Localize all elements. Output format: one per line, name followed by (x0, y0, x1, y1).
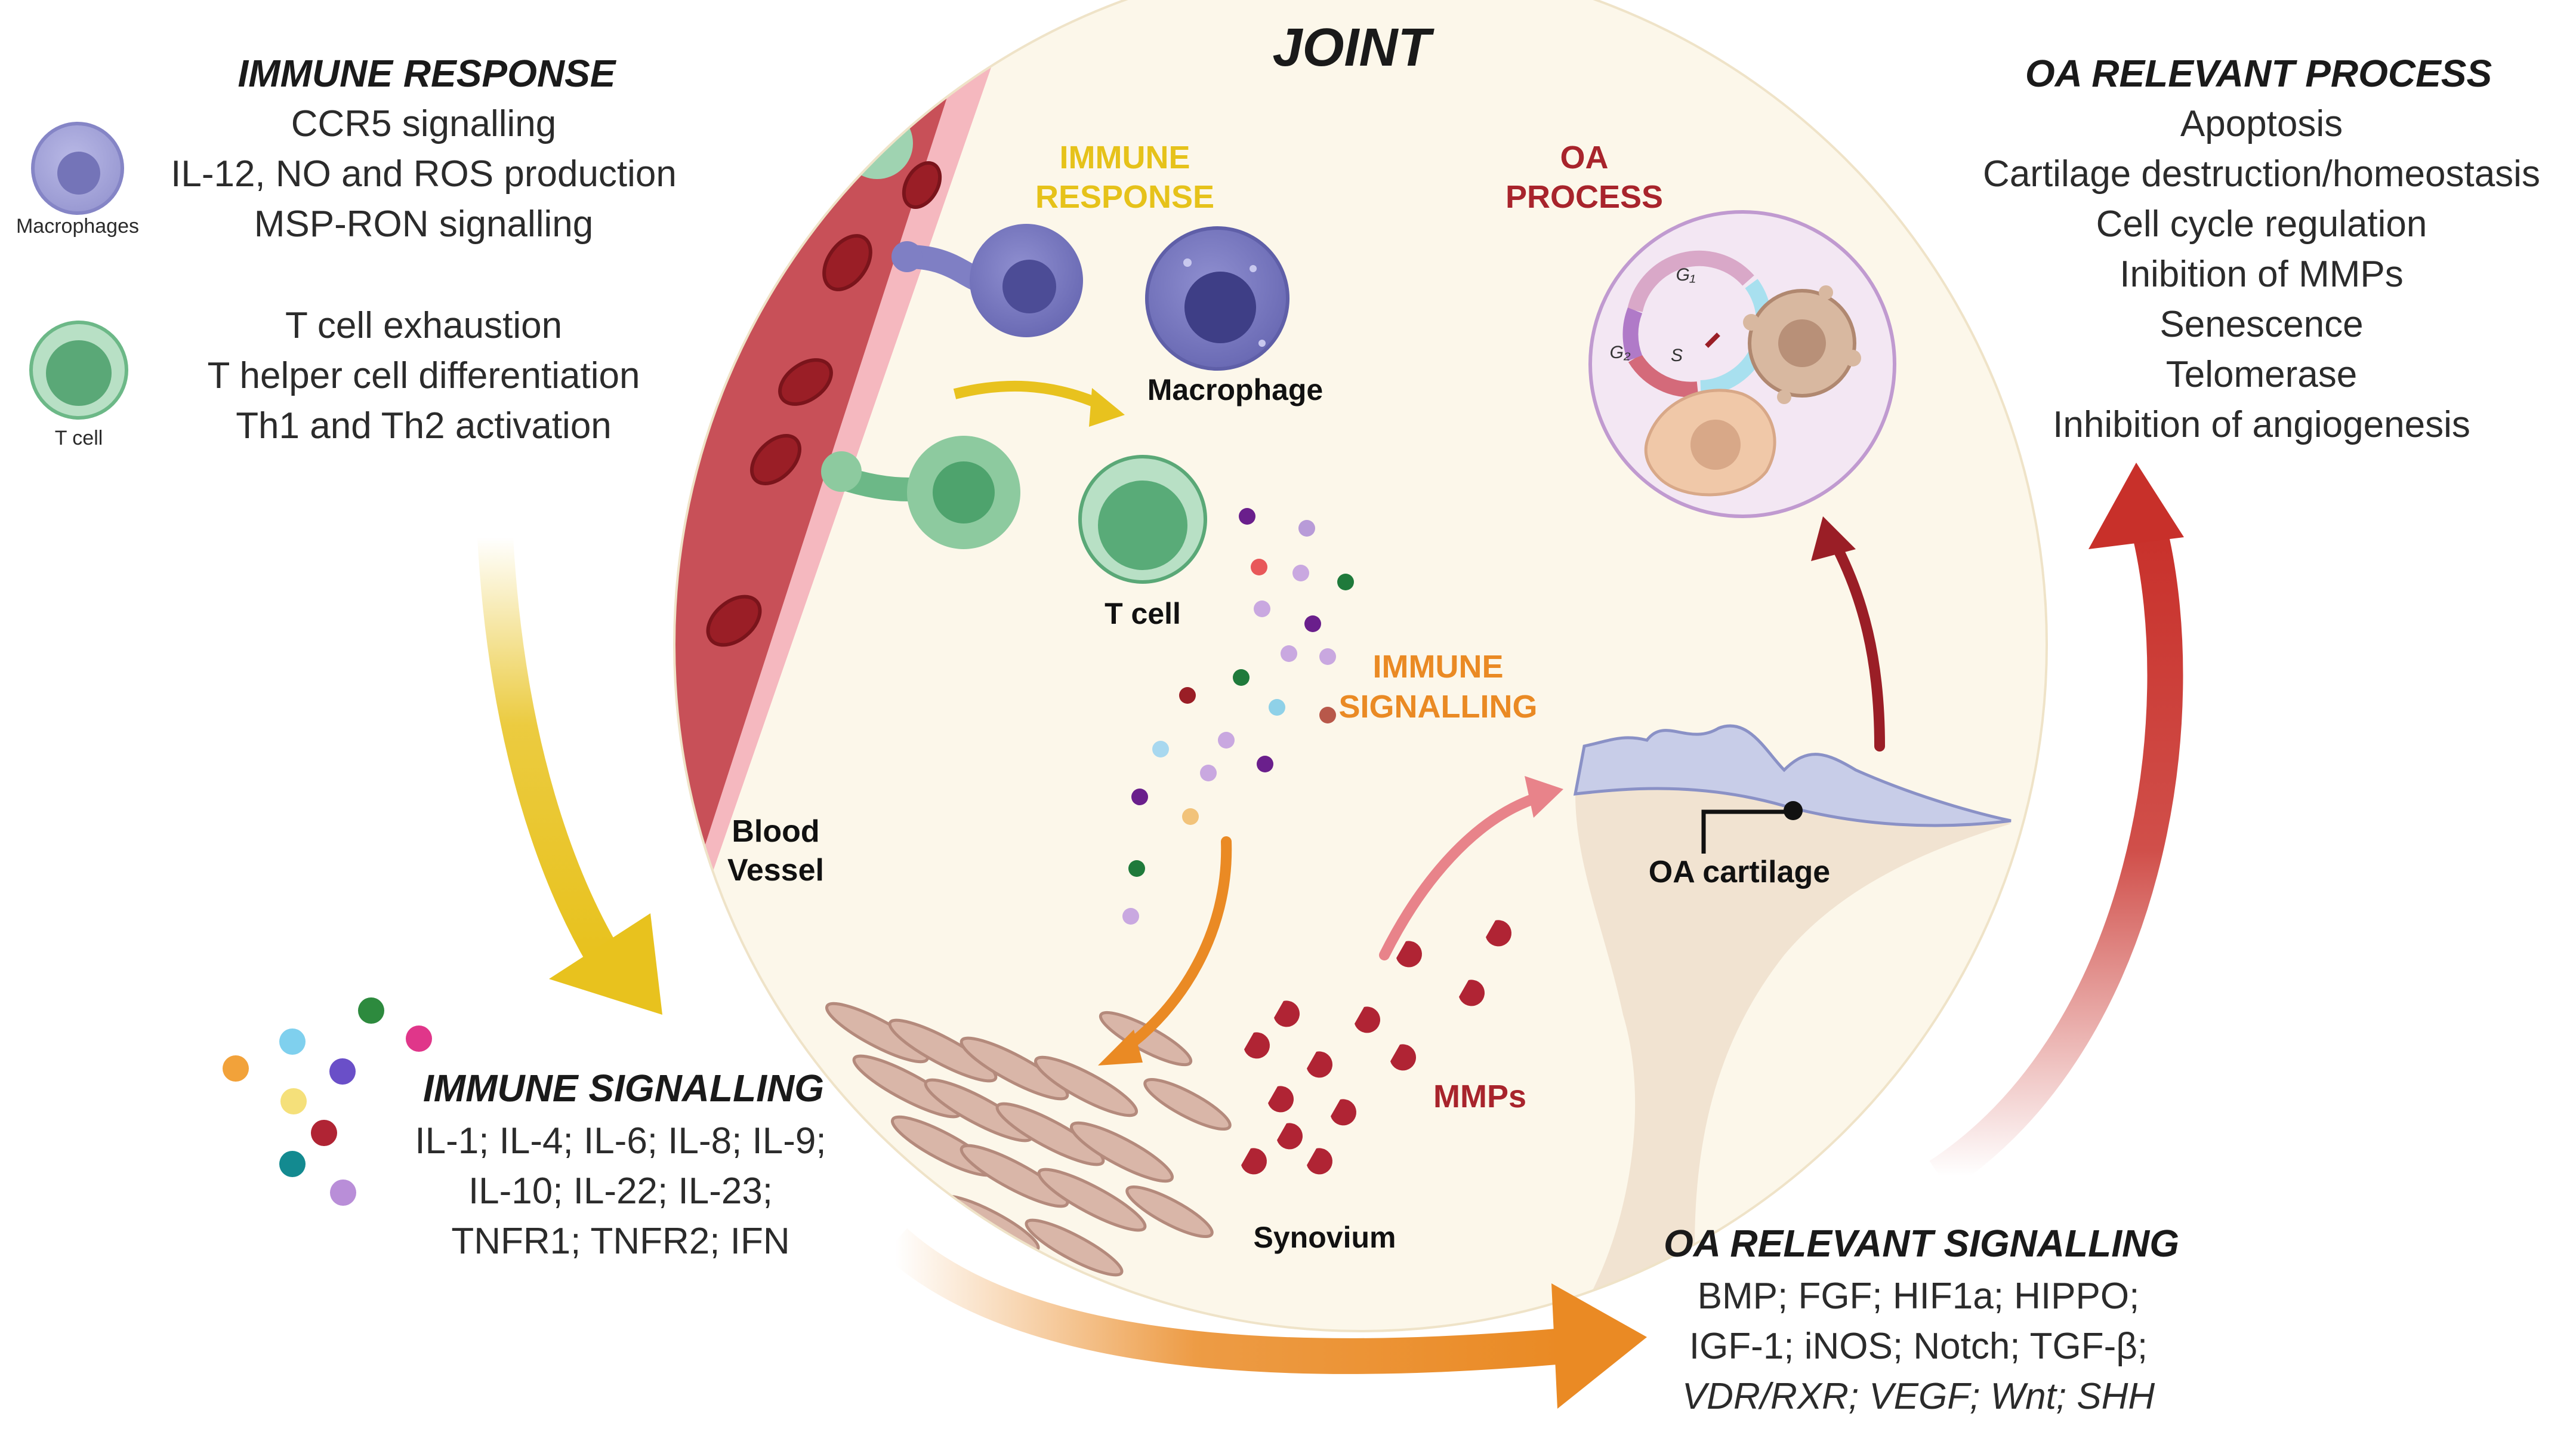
oa-process-item: Cell cycle regulation (2096, 204, 2427, 245)
oa-relevant-signalling-panel: OA RELEVANT SIGNALLING BMP; FGF; HIF1a; … (1664, 1222, 2179, 1417)
cell-cycle-g1: G₁ (1676, 265, 1696, 285)
oa-cartilage-pointer (1701, 801, 1803, 854)
tcell-icon (29, 321, 128, 420)
macrophages-icon (31, 122, 124, 215)
macrophage-cell (1145, 226, 1289, 371)
tcell-label: T cell (55, 427, 103, 449)
immune-signalling-heading: IMMUNE SIGNALLING (423, 1067, 824, 1110)
macrophage-label: Macrophage (1147, 373, 1324, 406)
tcell-item: T helper cell differentiation (208, 355, 640, 396)
macrophage-item: IL-12, NO and ROS production (171, 153, 677, 195)
mmps-label: MMPs (1433, 1079, 1526, 1114)
red-outer-arrow (1929, 521, 2183, 1191)
cell-cycle-s: S (1671, 346, 1683, 365)
chondrocyte-cell (1644, 389, 1776, 497)
oa-process-item: Inibition of MMPs (2120, 254, 2404, 295)
oa-cartilage-bone (1528, 724, 2012, 1331)
tcell-cell (1078, 455, 1207, 584)
oa-process-item: Telomerase (2166, 354, 2357, 395)
oa-process-item: Cartilage destruction/homeostasis (1983, 153, 2540, 195)
macrophages-label: Macrophages (16, 215, 139, 238)
extravasating-macrophage (891, 224, 1083, 337)
oa-signalling-line: BMP; FGF; HIF1a; HIPPO; (1698, 1276, 2140, 1317)
blood-vessel-label: Vessel (727, 853, 824, 888)
tcell-inner-label: T cell (1105, 597, 1181, 630)
tcell-item: Th1 and Th2 activation (236, 405, 612, 446)
pink-inner-arrow (1379, 792, 1545, 960)
macrophage-item: MSP-RON signalling (254, 204, 594, 245)
orange-outer-arrow (883, 1228, 1565, 1374)
oa-process-item: Inhibition of angiogenesis (2053, 404, 2470, 445)
immune-response-label: RESPONSE (1035, 179, 1214, 215)
macrophage-item: CCR5 signalling (291, 103, 557, 144)
immune-signalling-panel: IMMUNE SIGNALLING IL-1; IL-4; IL-6; IL-8… (415, 1067, 826, 1262)
inner-arrows (953, 380, 1885, 1065)
blood-vessel-label: Blood (732, 814, 819, 849)
immune-signalling-line: TNFR1; TNFR2; IFN (451, 1221, 789, 1262)
immune-signalling-label: SIGNALLING (1339, 689, 1538, 725)
oa-process-item: Senescence (2159, 304, 2363, 345)
immune-response-label: IMMUNE (1060, 140, 1190, 175)
oa-signalling-heading: OA RELEVANT SIGNALLING (1664, 1222, 2179, 1265)
oa-process-circle (1588, 210, 1896, 518)
oa-process-heading: OA RELEVANT PROCESS (2025, 52, 2492, 95)
oa-process-item: Apoptosis (2180, 103, 2343, 144)
green-cell-in-vessel (841, 107, 913, 179)
oa-relevant-process-panel: OA RELEVANT PROCESS Apoptosis Cartilage … (1983, 52, 2540, 445)
immune-signalling-label: IMMUNE (1373, 649, 1504, 685)
mmp-molecules (1241, 920, 1511, 1175)
immune-signalling-line: IL-10; IL-22; IL-23; (468, 1171, 773, 1212)
oa-process-label: OA (1560, 140, 1609, 175)
inner-labels: IMMUNE RESPONSE OA PROCESS IMMUNE SIGNAL… (727, 140, 1830, 1254)
immune-response-heading: IMMUNE RESPONSE (238, 52, 617, 95)
joint-title: JOINT (1272, 18, 1434, 78)
cytokine-dots-legend (223, 997, 432, 1206)
cell-cycle-g2: G₂ (1610, 343, 1631, 362)
extravasating-tcell (821, 436, 1020, 549)
synovium-tissue (825, 1002, 1232, 1277)
oa-process-label: PROCESS (1506, 179, 1663, 215)
oa-signalling-line: VDR/RXR; VEGF; Wnt; SHH (1682, 1376, 2155, 1417)
immune-signalling-line: IL-1; IL-4; IL-6; IL-8; IL-9; (415, 1120, 826, 1162)
yellow-inner-arrow (953, 380, 1106, 411)
immune-signalling-molecules (1122, 508, 1354, 925)
yellow-outer-arrow (477, 536, 618, 965)
tcell-item: T cell exhaustion (285, 305, 562, 346)
oa-cartilage-label: OA cartilage (1649, 855, 1830, 889)
darkred-inner-arrow (1832, 544, 1885, 752)
oa-signalling-line: IGF-1; iNOS; Notch; TGF-β; (1689, 1326, 2148, 1367)
immune-response-panel: IMMUNE RESPONSE CCR5 signalling IL-12, N… (16, 52, 677, 449)
senescent-cell (1743, 285, 1861, 404)
synovium-label: Synovium (1254, 1221, 1396, 1254)
orange-inner-arrow (1116, 836, 1232, 1056)
outer-arrows (477, 463, 2184, 1409)
